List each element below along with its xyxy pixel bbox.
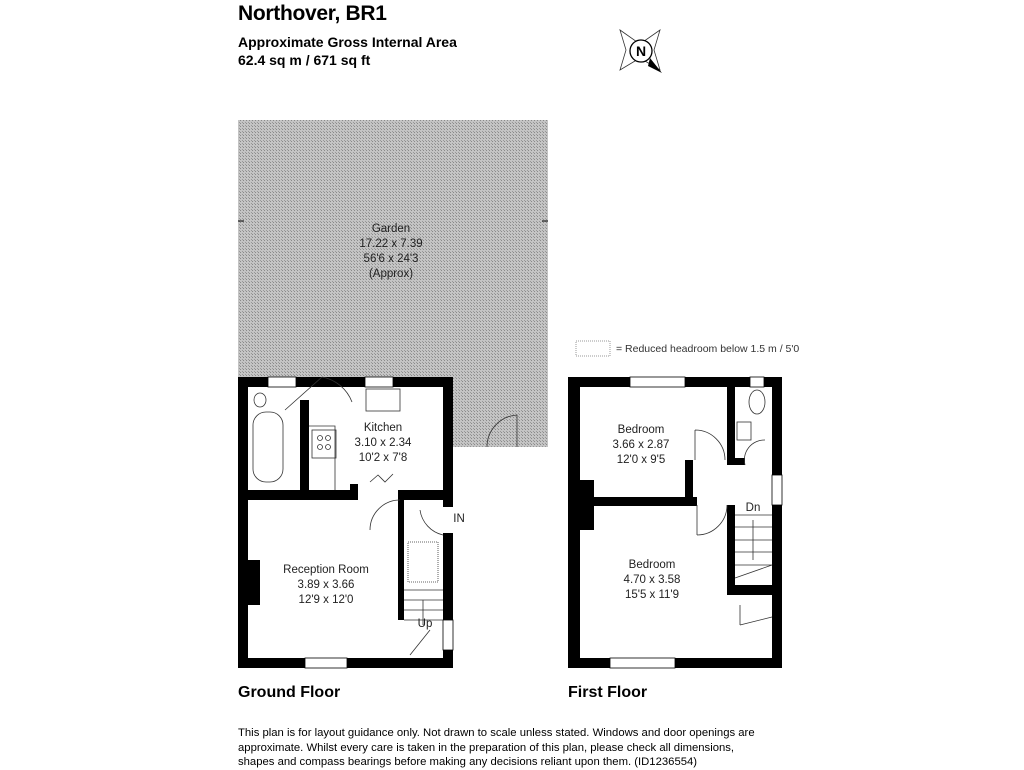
svg-text:17.22 x 7.39: 17.22 x 7.39 xyxy=(359,238,422,250)
svg-text:10'2 x 7'8: 10'2 x 7'8 xyxy=(359,452,408,464)
svg-text:Kitchen: Kitchen xyxy=(364,422,402,434)
svg-text:3.10 x 2.34: 3.10 x 2.34 xyxy=(355,437,413,449)
svg-text:3.89 x 3.66: 3.89 x 3.66 xyxy=(298,579,355,591)
garden-area xyxy=(238,120,548,447)
svg-text:56'6 x 24'3: 56'6 x 24'3 xyxy=(364,253,419,265)
ground-floor-label: Ground Floor xyxy=(238,684,341,701)
entrance-label: IN xyxy=(453,513,465,525)
room-kitchen: Kitchen 3.10 x 2.34 10'2 x 7'8 xyxy=(355,422,413,464)
svg-text:Reception Room: Reception Room xyxy=(283,564,369,576)
room-reception: Reception Room 3.89 x 3.66 12'9 x 12'0 xyxy=(283,564,369,606)
svg-text:(Approx): (Approx) xyxy=(369,268,413,280)
first-floor-label: First Floor xyxy=(568,684,648,701)
disclaimer: This plan is for layout guidance only. N… xyxy=(238,727,755,768)
compass-letter: N xyxy=(636,43,646,59)
property-title: Northover, BR1 xyxy=(238,2,387,25)
svg-text:Bedroom: Bedroom xyxy=(629,559,676,571)
stairs-up-label: Up xyxy=(418,618,433,630)
room-bedroom-1: Bedroom 3.66 x 2.87 12'0 x 9'5 xyxy=(613,424,670,466)
svg-text:12'9 x 12'0: 12'9 x 12'0 xyxy=(299,594,354,606)
compass-icon: N xyxy=(619,29,662,73)
svg-text:3.66 x 2.87: 3.66 x 2.87 xyxy=(613,439,670,451)
svg-text:12'0 x 9'5: 12'0 x 9'5 xyxy=(617,454,666,466)
svg-text:Garden: Garden xyxy=(372,223,410,235)
first-floor-walls xyxy=(568,377,782,668)
legend-text: = Reduced headroom below 1.5 m / 5'0 xyxy=(616,343,800,355)
legend-swatch xyxy=(575,340,611,357)
stairs-down-label: Dn xyxy=(746,502,761,514)
svg-text:15'5 x 11'9: 15'5 x 11'9 xyxy=(625,589,679,601)
area-value: 62.4 sq m / 671 sq ft xyxy=(238,52,371,68)
room-garden: Garden 17.22 x 7.39 56'6 x 24'3 (Approx) xyxy=(359,223,422,280)
svg-text:Bedroom: Bedroom xyxy=(618,424,665,436)
area-label: Approximate Gross Internal Area xyxy=(238,34,457,50)
svg-text:4.70 x 3.58: 4.70 x 3.58 xyxy=(624,574,681,586)
room-bedroom-2: Bedroom 4.70 x 3.58 15'5 x 11'9 xyxy=(624,559,681,601)
